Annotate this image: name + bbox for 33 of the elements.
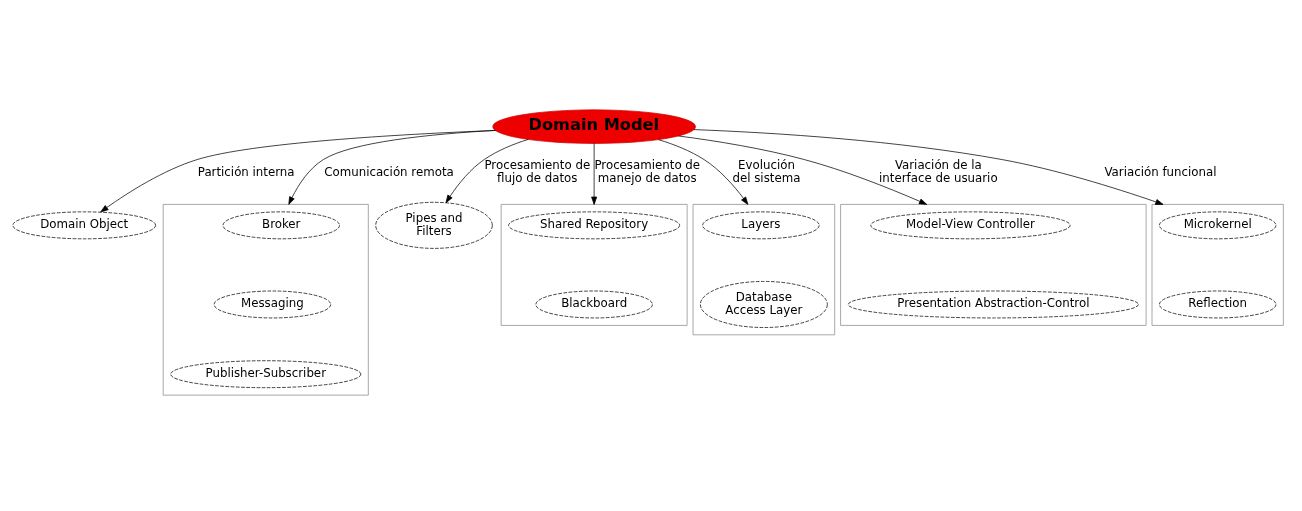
cluster <box>840 204 1147 326</box>
arrow <box>678 135 928 205</box>
arrow <box>100 130 496 213</box>
arrow <box>288 130 496 205</box>
cluster <box>692 204 836 336</box>
node-ellipse: Pipes and Filters <box>375 201 493 249</box>
node-ellipse: Microkernel <box>1159 211 1277 240</box>
node-ellipse: Blackboard <box>535 290 653 319</box>
edge-label: Procesamiento de flujo de datos <box>484 158 591 186</box>
node-ellipse: Model-View Controller <box>870 211 1071 240</box>
edge-label: Comunicación remota <box>324 164 454 179</box>
node-ellipse: Shared Repository <box>508 211 681 240</box>
cluster <box>500 204 688 326</box>
arrow <box>693 129 1164 205</box>
cluster <box>162 204 369 396</box>
node-ellipse: Broker <box>222 211 340 240</box>
node-ellipse: Domain Object <box>12 211 156 240</box>
edge-label: Partición interna <box>197 164 295 179</box>
edge-label: Variación de la interface de usuario <box>879 158 998 186</box>
edge-label: Procesamiento de manejo de datos <box>594 158 701 186</box>
edge-label: Evolución del sistema <box>732 158 801 186</box>
node-ellipse: Layers <box>702 211 820 240</box>
arrow <box>658 139 749 205</box>
cluster <box>1151 204 1284 326</box>
node-ellipse: Database Access Layer <box>700 281 828 328</box>
arrow <box>445 139 529 204</box>
node-ellipse: Domain Model <box>492 109 696 144</box>
node-ellipse: Reflection <box>1159 290 1277 319</box>
node-ellipse: Publisher-Subscriber <box>170 360 362 389</box>
node-ellipse: Presentation Abstraction-Control <box>847 290 1139 319</box>
node-ellipse: Messaging <box>213 290 332 319</box>
edge-label: Variación funcional <box>1104 164 1217 179</box>
arrow <box>591 143 598 205</box>
